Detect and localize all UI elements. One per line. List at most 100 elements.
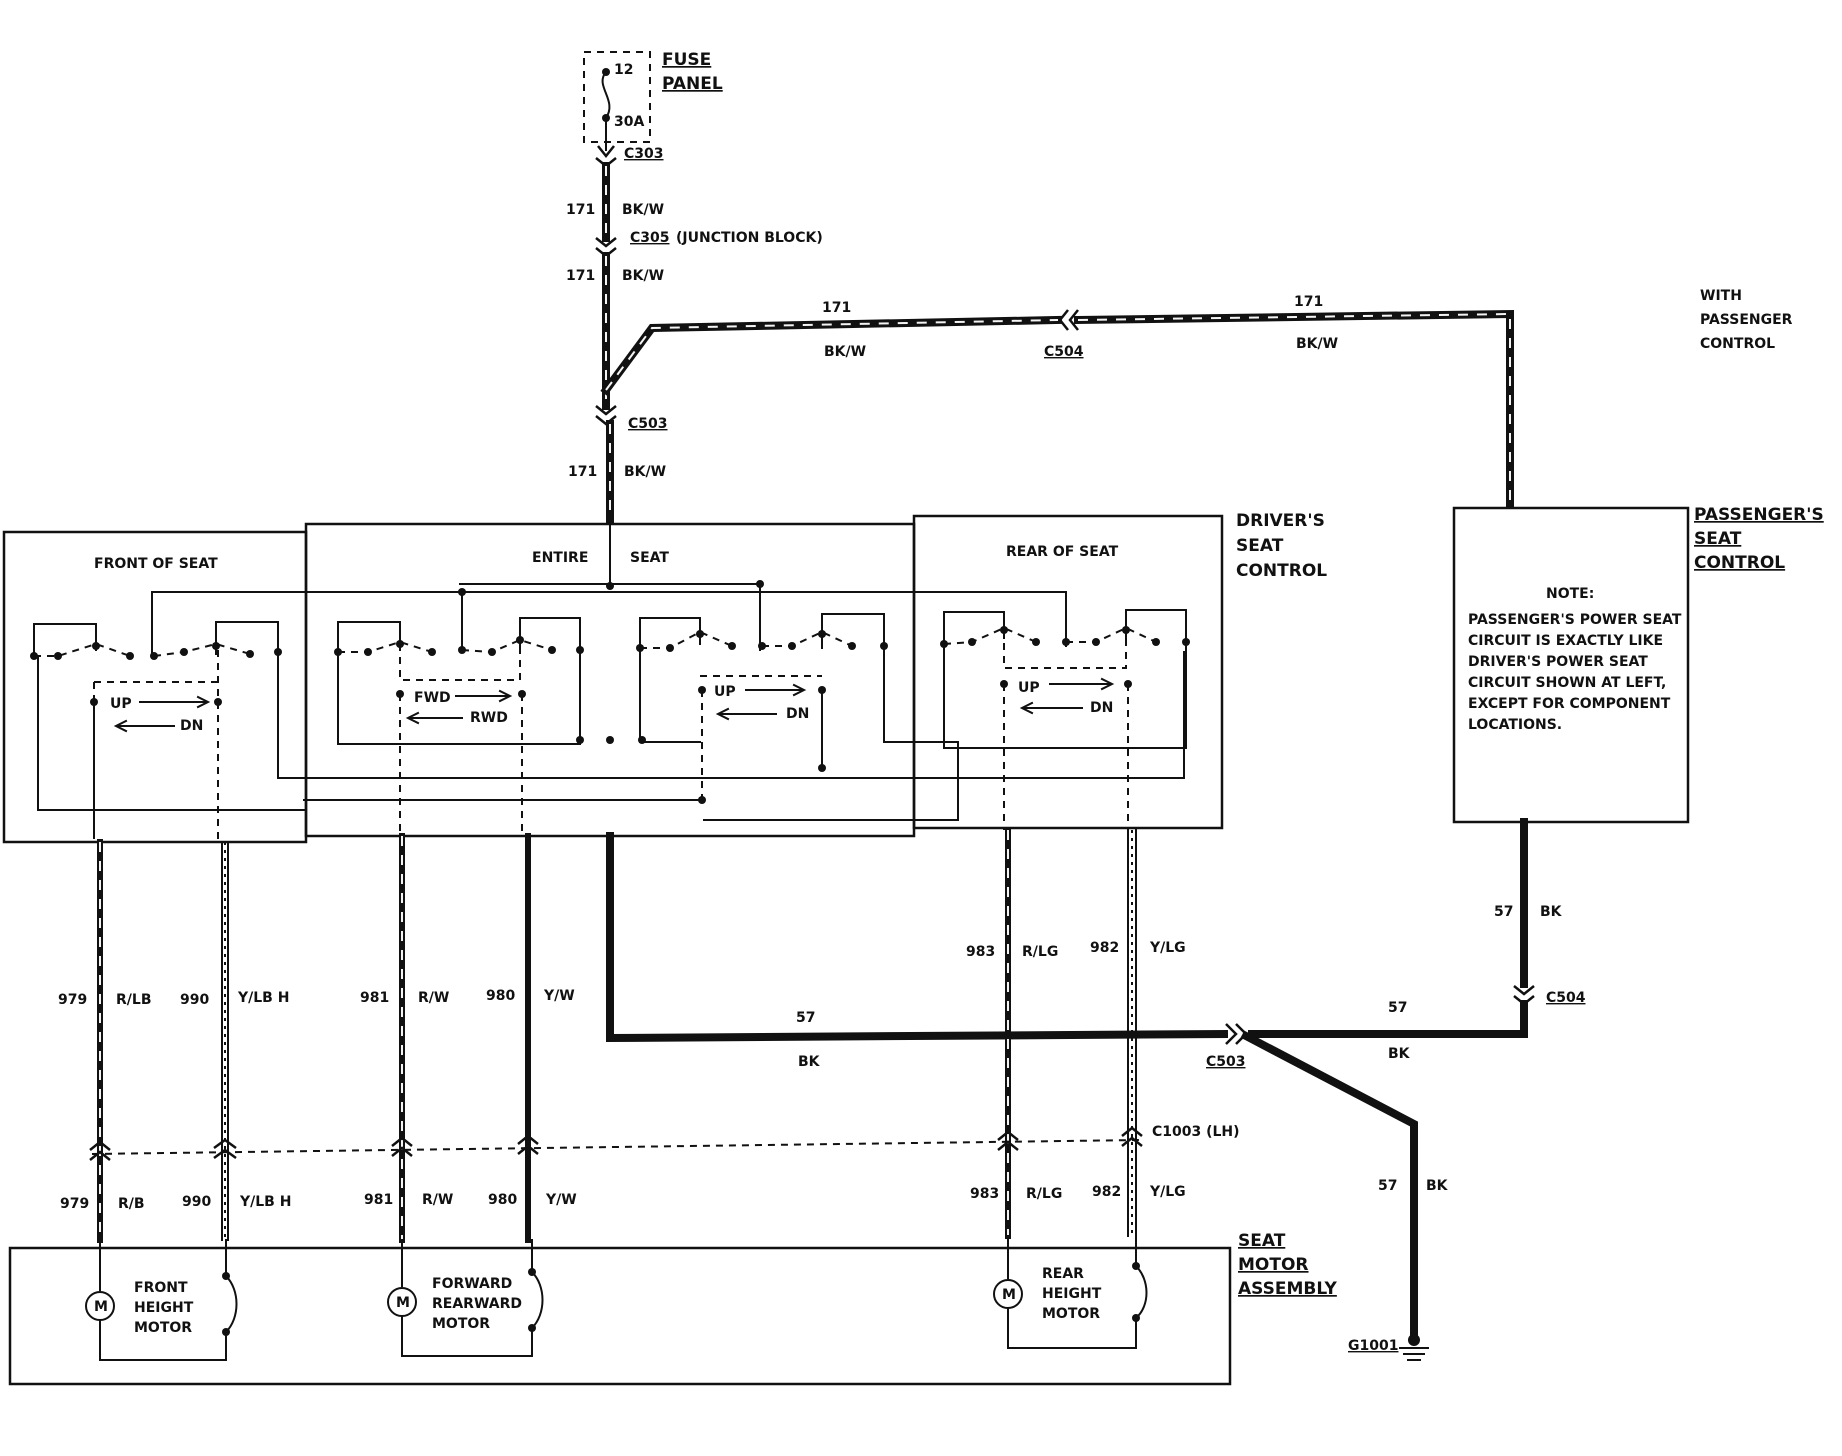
wire-171-color-a: BK/W <box>622 202 664 218</box>
wire-171-num-a: 171 <box>566 202 595 218</box>
lower-990-num: 990 <box>182 1194 211 1210</box>
wire-171-feed: 171 BK/W <box>566 162 664 242</box>
lower-979-color: R/B <box>118 1196 145 1212</box>
note-line-3: DRIVER'S POWER SEAT <box>1468 654 1648 670</box>
passengers-control-line1: PASSENGER'S <box>1694 505 1824 525</box>
fwd-motor-line3: MOTOR <box>432 1316 490 1332</box>
lower-979-num: 979 <box>60 1196 89 1212</box>
g1001-label: G1001 <box>1348 1338 1398 1354</box>
upper-990-color: Y/LB H <box>237 990 289 1006</box>
wire-57-ground-color: BK <box>1426 1178 1449 1194</box>
passengers-control-line3: CONTROL <box>1694 553 1785 573</box>
front-motor-line2: HEIGHT <box>134 1300 194 1316</box>
wire-171-num-d: 171 <box>1294 294 1323 310</box>
c305-label: C305 <box>630 230 670 246</box>
c504-right-label: C504 <box>1546 990 1586 1006</box>
drivers-seat-control: FRONT OF SEAT ENTIRE SEAT REAR OF SEAT D… <box>2 511 1327 844</box>
lower-983-color: R/LG <box>1026 1186 1062 1202</box>
wire-57-right-color: BK <box>1388 1046 1411 1062</box>
drivers-control-line2: SEAT <box>1236 536 1284 556</box>
rwd-label: RWD <box>470 710 508 726</box>
entire-up-dn-switch: UP DN <box>303 613 959 821</box>
front-up-label: UP <box>110 696 132 712</box>
rear-motor-line2: HEIGHT <box>1042 1286 1102 1302</box>
with-passenger-line3: CONTROL <box>1700 336 1775 352</box>
upper-982-num: 982 <box>1090 940 1119 956</box>
entire-up-label: UP <box>714 684 736 700</box>
upper-982-color: Y/LG <box>1149 940 1186 956</box>
fwd-label: FWD <box>414 690 451 706</box>
upper-980-num: 980 <box>486 988 515 1004</box>
rear-motor-symbol: M <box>1002 1287 1016 1303</box>
front-dn-label: DN <box>180 718 203 734</box>
c503-top-label: C503 <box>628 416 668 432</box>
motor-feed-wires: 979 R/LB 990 Y/LB H 981 R/W 980 Y/W 983 … <box>58 827 1240 1243</box>
note-line-4: CIRCUIT SHOWN AT LEFT, <box>1468 675 1666 691</box>
upper-979-color: R/LB <box>116 992 152 1008</box>
passengers-seat-control: PASSENGER'S SEAT CONTROL NOTE: PASSENGER… <box>1452 505 1824 824</box>
rear-motor-line1: REAR <box>1042 1266 1084 1282</box>
entire-label: ENTIRE <box>532 550 588 566</box>
wire-57-mid-num: 57 <box>796 1010 815 1026</box>
entire-dn-label: DN <box>786 706 809 722</box>
wire-171-num-b: 171 <box>566 268 595 284</box>
forward-rearward-motor: M FORWARD REARWARD MOTOR <box>387 1239 544 1357</box>
lower-981-color: R/W <box>422 1192 453 1208</box>
wire-171-color-c: BK/W <box>824 344 866 360</box>
fuse-panel: 12 30A FUSE PANEL <box>583 50 723 159</box>
wire-171-num-e: 171 <box>568 464 597 480</box>
rear-motor-line3: MOTOR <box>1042 1306 1100 1322</box>
drivers-control-line1: DRIVER'S <box>1236 511 1325 531</box>
wire-171-color-d: BK/W <box>1296 336 1338 352</box>
c503-bottom-label: C503 <box>1206 1054 1246 1070</box>
fwd-motor-line2: REARWARD <box>432 1296 522 1312</box>
wire-57-mid-color: BK <box>798 1054 821 1070</box>
front-height-switch: UP DN <box>30 621 1185 842</box>
upper-981-color: R/W <box>418 990 449 1006</box>
fwd-rwd-switch: FWD RWD <box>334 617 646 836</box>
connector-c305: C305 (JUNCTION BLOCK) <box>595 230 823 258</box>
lower-980-color: Y/W <box>545 1192 577 1208</box>
wire-57-ground: 57 BK G1001 <box>1240 1030 1449 1361</box>
front-of-seat-label: FRONT OF SEAT <box>94 556 218 572</box>
wire-171-to-driver-control: 171 BK/W <box>568 420 666 524</box>
wire-171-color-b: BK/W <box>622 268 664 284</box>
wire-57-passenger: 57 BK C504 57 BK <box>1248 818 1586 1062</box>
wire-171-color-e: BK/W <box>624 464 666 480</box>
note-line-1: PASSENGER'S POWER SEAT <box>1468 612 1682 628</box>
wire-57-driver: 57 BK C503 <box>606 832 1248 1070</box>
lower-982-color: Y/LG <box>1149 1184 1186 1200</box>
note-line-2: CIRCUIT IS EXACTLY LIKE <box>1468 633 1663 649</box>
fwd-motor-line1: FORWARD <box>432 1276 512 1292</box>
rear-dn-label: DN <box>1090 700 1113 716</box>
lower-980-num: 980 <box>488 1192 517 1208</box>
lower-983-num: 983 <box>970 1186 999 1202</box>
wire-57-ground-num: 57 <box>1378 1178 1397 1194</box>
fuse-rating: 30A <box>614 114 644 130</box>
wire-171-passenger-branch: 171 BK/W 171 BK/W <box>600 294 1514 508</box>
c303-label: C303 <box>624 146 664 162</box>
seat-motor-line2: MOTOR <box>1238 1255 1309 1275</box>
connector-c504-top: C504 <box>1044 309 1084 360</box>
fuse-panel-title-1: FUSE <box>662 50 711 70</box>
c1003-connector-line <box>91 1139 1141 1155</box>
c1003-label: C1003 (LH) <box>1152 1124 1240 1140</box>
wire-57-c504-num: 57 <box>1494 904 1513 920</box>
wire-171-to-c503: 171 BK/W <box>566 252 664 410</box>
seat-motor-line1: SEAT <box>1238 1231 1286 1251</box>
front-motor-line1: FRONT <box>134 1280 188 1296</box>
seat-label: SEAT <box>630 550 669 566</box>
upper-979-num: 979 <box>58 992 87 1008</box>
wire-171-num-c: 171 <box>822 300 851 316</box>
upper-990-num: 990 <box>180 992 209 1008</box>
wire-57-c504-color: BK <box>1540 904 1563 920</box>
fuse-panel-box <box>583 51 651 143</box>
c504-top-label: C504 <box>1044 344 1084 360</box>
fuse-panel-title-2: PANEL <box>662 74 723 94</box>
rear-height-switch: UP DN <box>940 609 1190 830</box>
drivers-control-line3: CONTROL <box>1236 561 1327 581</box>
lower-982-num: 982 <box>1092 1184 1121 1200</box>
fwd-motor-symbol: M <box>396 1295 410 1311</box>
upper-983-color: R/LG <box>1022 944 1058 960</box>
